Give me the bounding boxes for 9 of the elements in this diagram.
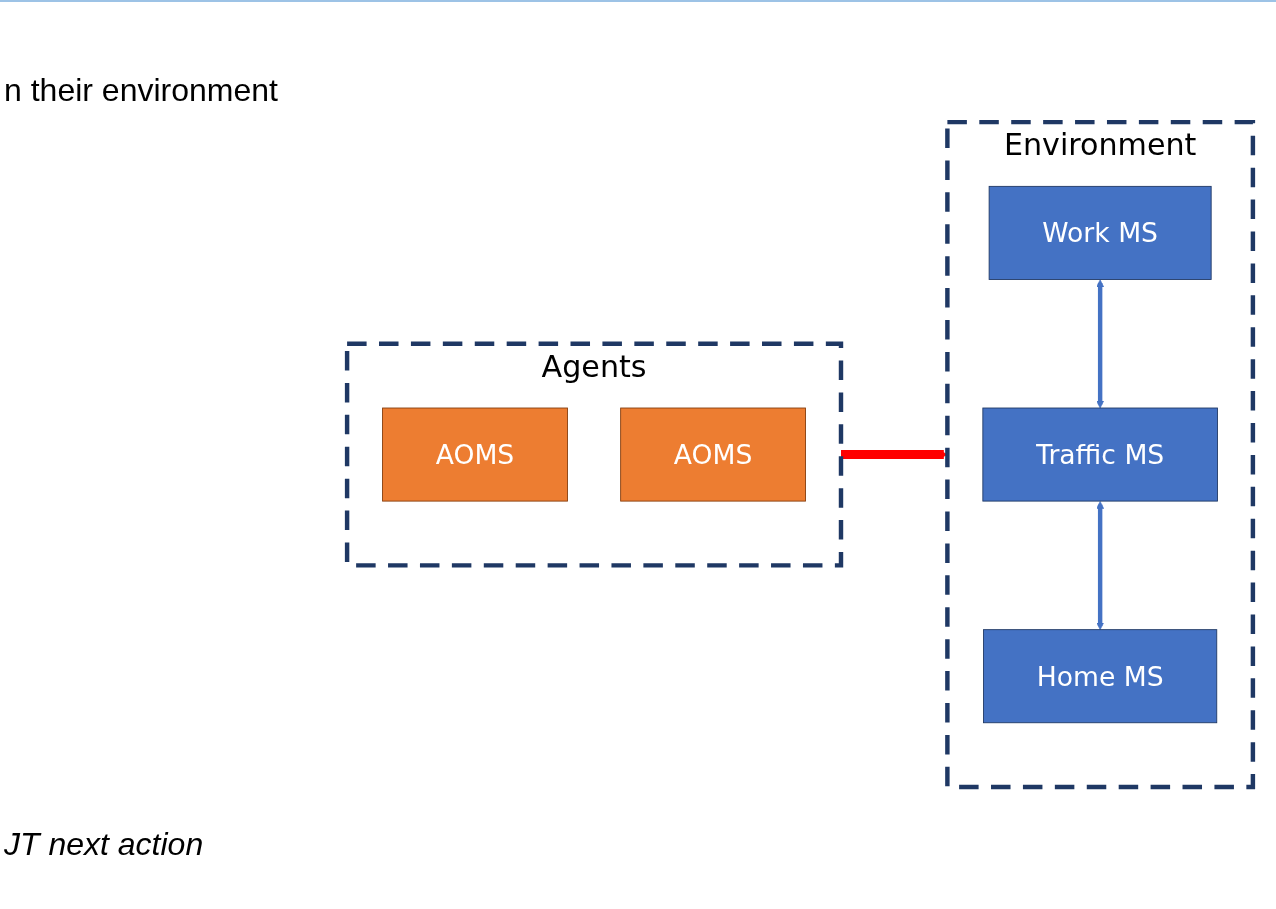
arrow bbox=[1096, 501, 1105, 631]
note-text: JT next action bbox=[4, 826, 204, 863]
node-box: AOMS bbox=[382, 408, 568, 502]
arrow bbox=[1096, 279, 1105, 409]
node-box: Work MS bbox=[988, 186, 1212, 281]
note-text: n their environment bbox=[4, 72, 278, 109]
node-box: AOMS bbox=[620, 408, 806, 502]
node-box: Traffic MS bbox=[982, 408, 1218, 502]
node-box: Home MS bbox=[983, 629, 1218, 724]
